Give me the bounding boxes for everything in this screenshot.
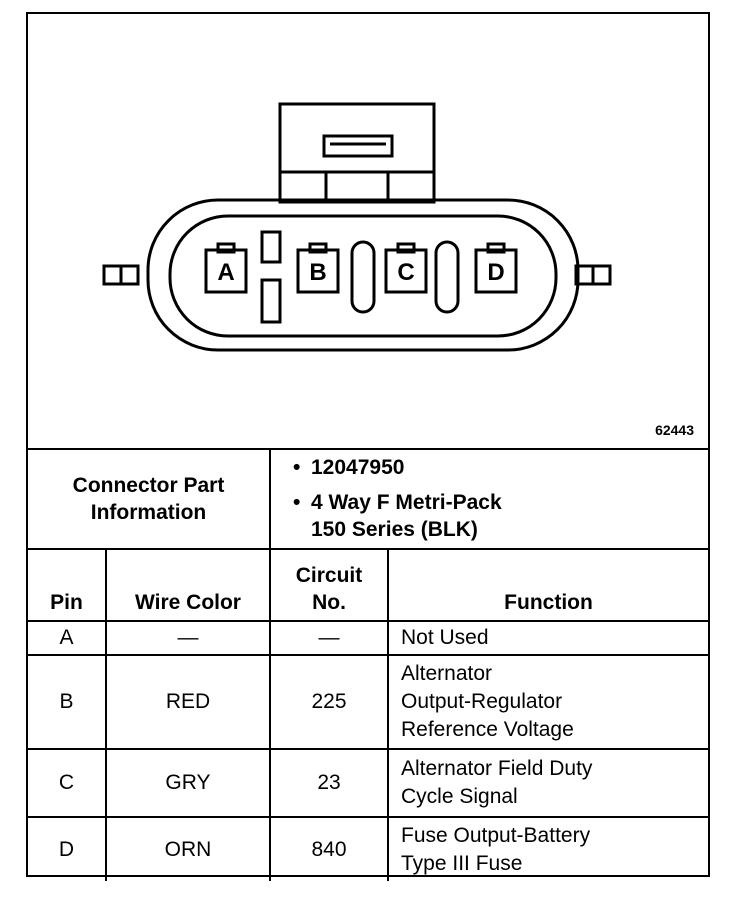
part-description-line: 4 Way F Metri-Pack [311, 491, 502, 514]
function-line: Reference Voltage [401, 718, 574, 741]
header-row: Pin Wire Color Circuit No. Function [28, 548, 708, 622]
part-number: 12047950 [311, 456, 405, 479]
function-cell: Fuse Output-Battery Type III Fuse [387, 816, 708, 881]
table-row: A — — Not Used [28, 620, 708, 656]
part-info-label: Connector Part Information [28, 448, 271, 550]
circuit-cell: 840 [269, 816, 389, 881]
header-circuit-line: No. [312, 591, 346, 614]
connector-outer-shell [146, 198, 580, 352]
pin-cell: D [28, 816, 107, 881]
oval-divider-1 [350, 240, 376, 314]
pin-label-a: A [217, 259, 234, 286]
wire-color-cell: ORN [105, 816, 271, 881]
function-line: Alternator Field Duty [401, 757, 593, 780]
function-line: Type III Fuse [401, 851, 523, 875]
function-line: Alternator [401, 662, 493, 685]
pin-label-d: D [487, 259, 504, 286]
part-info-item: • 4 Way F Metri-Pack 150 Series (BLK) [293, 489, 708, 543]
key-slot-top [260, 230, 282, 264]
figure-number: 62443 [655, 422, 694, 438]
part-info-label-line: Connector Part [72, 474, 225, 497]
connector-inner-shell [168, 214, 558, 338]
connector-sheet: A B C D 62443 Connector Part Information… [26, 12, 710, 881]
connector-table: Connector Part Information • 12047950 • … [28, 448, 708, 881]
header-pin: Pin [28, 548, 107, 622]
function-line: Not Used [401, 626, 489, 649]
circuit-cell: 23 [269, 748, 389, 818]
function-line: Cycle Signal [401, 785, 518, 808]
pin-cell: B [28, 654, 107, 750]
part-info-label-line: Information [90, 501, 207, 524]
table-row: D ORN 840 Fuse Output-Battery Type III F… [28, 816, 708, 881]
circuit-cell: 225 [269, 654, 389, 750]
key-slot-bottom [260, 278, 282, 324]
bullet-icon: • [293, 456, 301, 479]
part-info-item: • 12047950 [293, 454, 708, 481]
pin-cell: C [28, 748, 107, 818]
pin-label-b: B [309, 259, 326, 286]
pin-cavity-d [474, 242, 518, 294]
latch-slot [322, 134, 394, 158]
pin-cavity-b [296, 242, 340, 294]
header-function: Function [387, 548, 708, 622]
pin-cavity-c [384, 242, 428, 294]
function-line: Output-Regulator [401, 690, 563, 713]
part-info-row: Connector Part Information • 12047950 • … [28, 448, 708, 550]
wire-color-cell: — [105, 620, 271, 656]
header-wire-color: Wire Color [105, 548, 271, 622]
latch-body [278, 102, 436, 204]
function-cell: Alternator Output-Regulator Reference Vo… [387, 654, 708, 750]
table-row: C GRY 23 Alternator Field Duty Cycle Sig… [28, 748, 708, 818]
wire-color-cell: RED [105, 654, 271, 750]
connector-diagram: A B C D [102, 102, 612, 352]
pin-cell: A [28, 620, 107, 656]
oval-divider-2 [434, 240, 460, 314]
header-circuit-line: Circuit [295, 564, 363, 587]
function-cell: Not Used [387, 620, 708, 656]
part-description-line: 150 Series (BLK) [311, 518, 478, 541]
pin-cavity-a [204, 242, 248, 294]
pin-label-c: C [397, 259, 414, 286]
function-cell: Alternator Field Duty Cycle Signal [387, 748, 708, 818]
part-info-list: • 12047950 • 4 Way F Metri-Pack 150 Seri… [269, 448, 708, 550]
table-row: B RED 225 Alternator Output-Regulator Re… [28, 654, 708, 750]
function-line: Fuse Output-Battery [401, 823, 591, 847]
circuit-cell: — [269, 620, 389, 656]
wire-color-cell: GRY [105, 748, 271, 818]
header-circuit: Circuit No. [269, 548, 389, 622]
bullet-icon: • [293, 491, 301, 514]
